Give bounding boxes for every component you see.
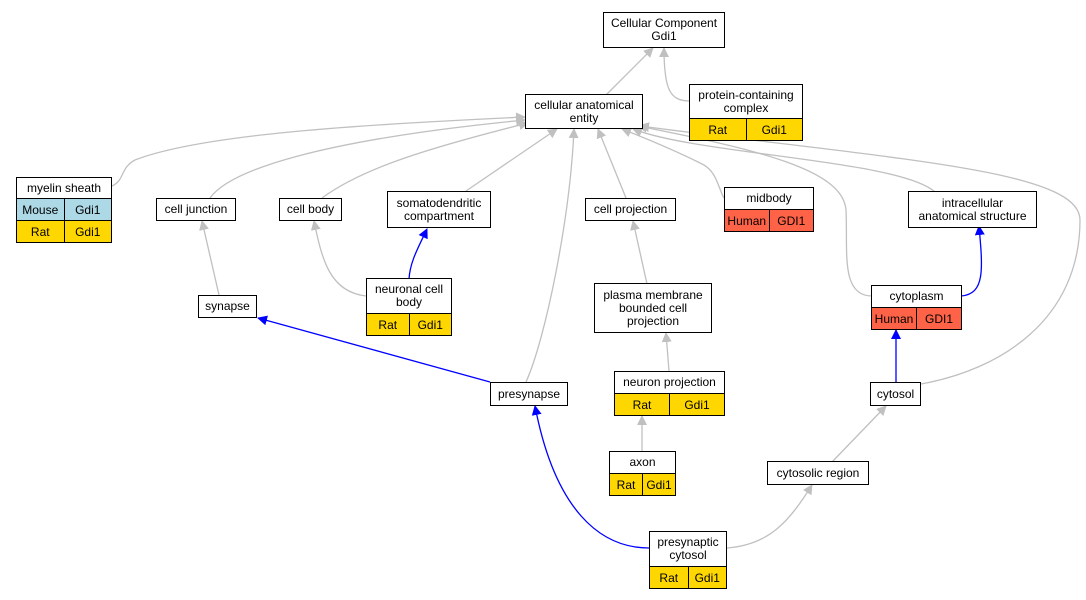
annotation-row: Rat Gdi1 (610, 473, 675, 495)
edge-cytosolicregion-to-cytosol (831, 405, 887, 463)
edge-neuronalbody-partof-somato (408, 228, 428, 280)
annotation-gene: Gdi1 (687, 567, 726, 588)
edge-midbody-to-cae (621, 127, 725, 199)
edge-pmbcp-to-projection (630, 220, 648, 285)
node-label-line: neuronal cell (374, 282, 444, 296)
node-label-line: cytosol (876, 386, 915, 401)
annotation-row: Human GDI1 (872, 307, 961, 329)
node-label-line: bounded cell (618, 300, 688, 315)
edge-pcc-to-cc (659, 47, 691, 102)
edge-neuronalbody-to-cellbody (310, 220, 367, 297)
annotation-row: Mouse Gdi1 (17, 198, 111, 220)
annotation-species: Rat (367, 314, 409, 335)
node-label-line: protein-containing (698, 87, 794, 102)
annotation-species: Rat (690, 119, 746, 140)
annotation-gene: Gdi1 (642, 474, 675, 495)
annotation-row: Human GDI1 (725, 209, 813, 231)
annotation-species: Rat (615, 394, 669, 415)
node-synapse[interactable]: synapse (198, 295, 257, 318)
annotation-row: Rat Gdi1 (650, 566, 726, 588)
node-cytosolic-region[interactable]: cytosolic region (767, 461, 869, 485)
node-myelin-sheath[interactable]: myelin sheath Mouse Gdi1 Rat Gdi1 (16, 177, 112, 243)
edge-myelin-to-cae (111, 112, 526, 187)
annotation-gene: Gdi1 (669, 394, 724, 415)
node-label-line: cell projection (593, 202, 668, 216)
annotation-row: Rat Gdi1 (690, 118, 802, 140)
node-label-line: anatomical structure (918, 208, 1027, 223)
annotation-gene: Gdi1 (745, 119, 802, 140)
node-label-line: neuron projection (623, 375, 716, 389)
node-label-line: Gdi1 (651, 29, 677, 43)
node-label-line: entity (569, 110, 599, 125)
edge-presynapticcytosol-to-cytosolicregion (726, 484, 813, 549)
node-label-line: cellular anatomical (534, 97, 634, 112)
node-label-line: axon (629, 455, 656, 469)
node-cell-body[interactable]: cell body (279, 198, 342, 221)
edge-presynapse-to-cae (525, 128, 579, 383)
node-label-line: cell junction (164, 202, 228, 216)
edge-cae-to-cc (605, 47, 654, 96)
annotation-row: Rat Gdi1 (615, 393, 724, 415)
annotation-gene: Gdi1 (63, 199, 111, 220)
node-cytosol[interactable]: cytosol (870, 382, 921, 406)
edge-projection-to-cae (596, 128, 627, 199)
node-plasma-membrane-bounded-cell-projection[interactable]: plasma membrane bounded cell projection (594, 283, 712, 333)
node-label-line: synapse (205, 299, 250, 313)
node-neuron-projection[interactable]: neuron projection Rat Gdi1 (614, 371, 725, 416)
annotation-species: Rat (650, 567, 688, 588)
node-label-line: midbody (746, 191, 792, 205)
node-neuronal-cell-body[interactable]: neuronal cell body Rat Gdi1 (366, 278, 452, 336)
node-label-line: plasma membrane (603, 287, 703, 302)
annotation-gene: GDI1 (916, 308, 961, 329)
node-protein-containing-complex[interactable]: protein-containing complex Rat Gdi1 (689, 84, 803, 141)
node-cell-projection[interactable]: cell projection (585, 198, 676, 221)
node-intracellular-anatomical-structure[interactable]: intracellular anatomical structure (908, 191, 1037, 228)
edge-cytosol-to-cae (639, 122, 1081, 385)
node-axon[interactable]: axon Rat Gdi1 (609, 451, 676, 496)
edge-cellbody-to-cae (321, 120, 529, 199)
edge-junction-to-cae (209, 115, 526, 199)
node-label-line: presynaptic (657, 535, 719, 549)
edge-presynapse-partof-synapse (257, 315, 491, 383)
annotation-gene: GDI1 (768, 210, 813, 231)
annotation-gene: Gdi1 (408, 314, 451, 335)
node-somatodendritic-compartment[interactable]: somatodendritic compartment (387, 191, 491, 228)
edge-ias-to-cae (632, 127, 936, 193)
annotation-species: Human (872, 308, 916, 329)
annotation-row: Rat Gdi1 (17, 220, 111, 242)
node-label-line: presynapse (497, 386, 561, 401)
edge-cytoplasm-partof-ias (960, 225, 985, 297)
annotation-species: Rat (610, 474, 642, 495)
node-label-line: complex (723, 100, 769, 115)
edge-synapse-to-junction (199, 220, 220, 296)
node-label-line: projection (626, 313, 680, 328)
edge-presynapticcytosol-partof-presynapse (531, 405, 650, 549)
edge-cytoplasm-to-cae (637, 122, 873, 297)
edge-somato-to-cae (465, 128, 558, 192)
node-label-line: cytosol (669, 548, 707, 562)
node-label-line: Cellular Component (610, 16, 718, 30)
annotation-species: Mouse (17, 199, 64, 220)
node-label-line: myelin sheath (26, 180, 102, 195)
node-cellular-anatomical-entity[interactable]: cellular anatomical entity (525, 94, 643, 129)
node-label-line: cytoplasm (889, 289, 944, 303)
node-cytoplasm[interactable]: cytoplasm Human GDI1 (871, 285, 962, 330)
node-label-line: cell body (286, 202, 335, 216)
node-label-line: body (395, 295, 423, 309)
node-cell-junction[interactable]: cell junction (156, 198, 236, 221)
node-label-line: intracellular (941, 195, 1004, 210)
node-label-line: compartment (403, 208, 475, 223)
edge-neuronproj-to-pmbcp (661, 332, 672, 372)
node-presynapse[interactable]: presynapse (490, 382, 568, 406)
node-midbody[interactable]: midbody Human GDI1 (724, 187, 814, 232)
annotation-species: Human (725, 210, 769, 231)
node-cellular-component[interactable]: Cellular Component Gdi1 (603, 12, 725, 48)
node-label-line: cytosolic region (776, 465, 860, 480)
annotation-row: Rat Gdi1 (367, 313, 451, 335)
node-presynaptic-cytosol[interactable]: presynaptic cytosol Rat Gdi1 (649, 531, 727, 589)
annotation-species: Rat (17, 221, 64, 242)
annotation-gene: Gdi1 (63, 221, 111, 242)
node-label-line: somatodendritic (396, 195, 482, 210)
